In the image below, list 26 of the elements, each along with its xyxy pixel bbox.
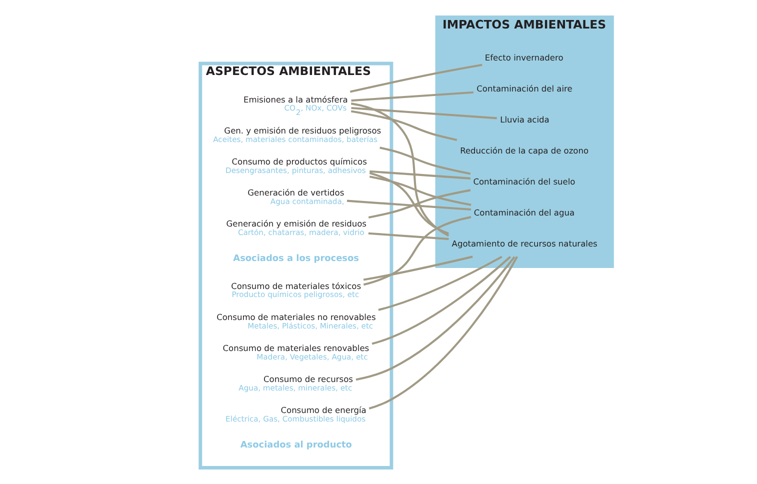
connector bbox=[370, 170, 470, 179]
node-text: Agotamiento de recursos naturales bbox=[452, 238, 598, 248]
label: Asociados a los procesos bbox=[233, 254, 359, 264]
connector bbox=[368, 188, 471, 218]
connector bbox=[363, 216, 472, 286]
connector bbox=[380, 146, 471, 174]
node-text: Contaminación del aire bbox=[476, 83, 572, 93]
connector bbox=[351, 106, 497, 119]
node-text: Reducción de la capa de ozono bbox=[460, 145, 589, 156]
connector bbox=[372, 255, 512, 344]
connector bbox=[363, 255, 473, 280]
connector bbox=[369, 172, 449, 234]
connector bbox=[350, 110, 458, 140]
connector bbox=[368, 256, 518, 410]
connector bbox=[369, 175, 472, 206]
connector bbox=[368, 232, 449, 240]
node-text: Lluvia acida bbox=[500, 114, 550, 124]
node-text: Contaminación del agua bbox=[474, 207, 575, 218]
connector bbox=[350, 63, 482, 92]
node-text: Contaminación del suelo bbox=[473, 176, 576, 186]
connector bbox=[356, 256, 516, 380]
connector bbox=[346, 199, 472, 210]
label: Asociados al producto bbox=[240, 440, 352, 450]
connector bbox=[350, 102, 450, 236]
connector bbox=[351, 90, 474, 102]
node-text: Efecto invernadero bbox=[484, 52, 564, 62]
